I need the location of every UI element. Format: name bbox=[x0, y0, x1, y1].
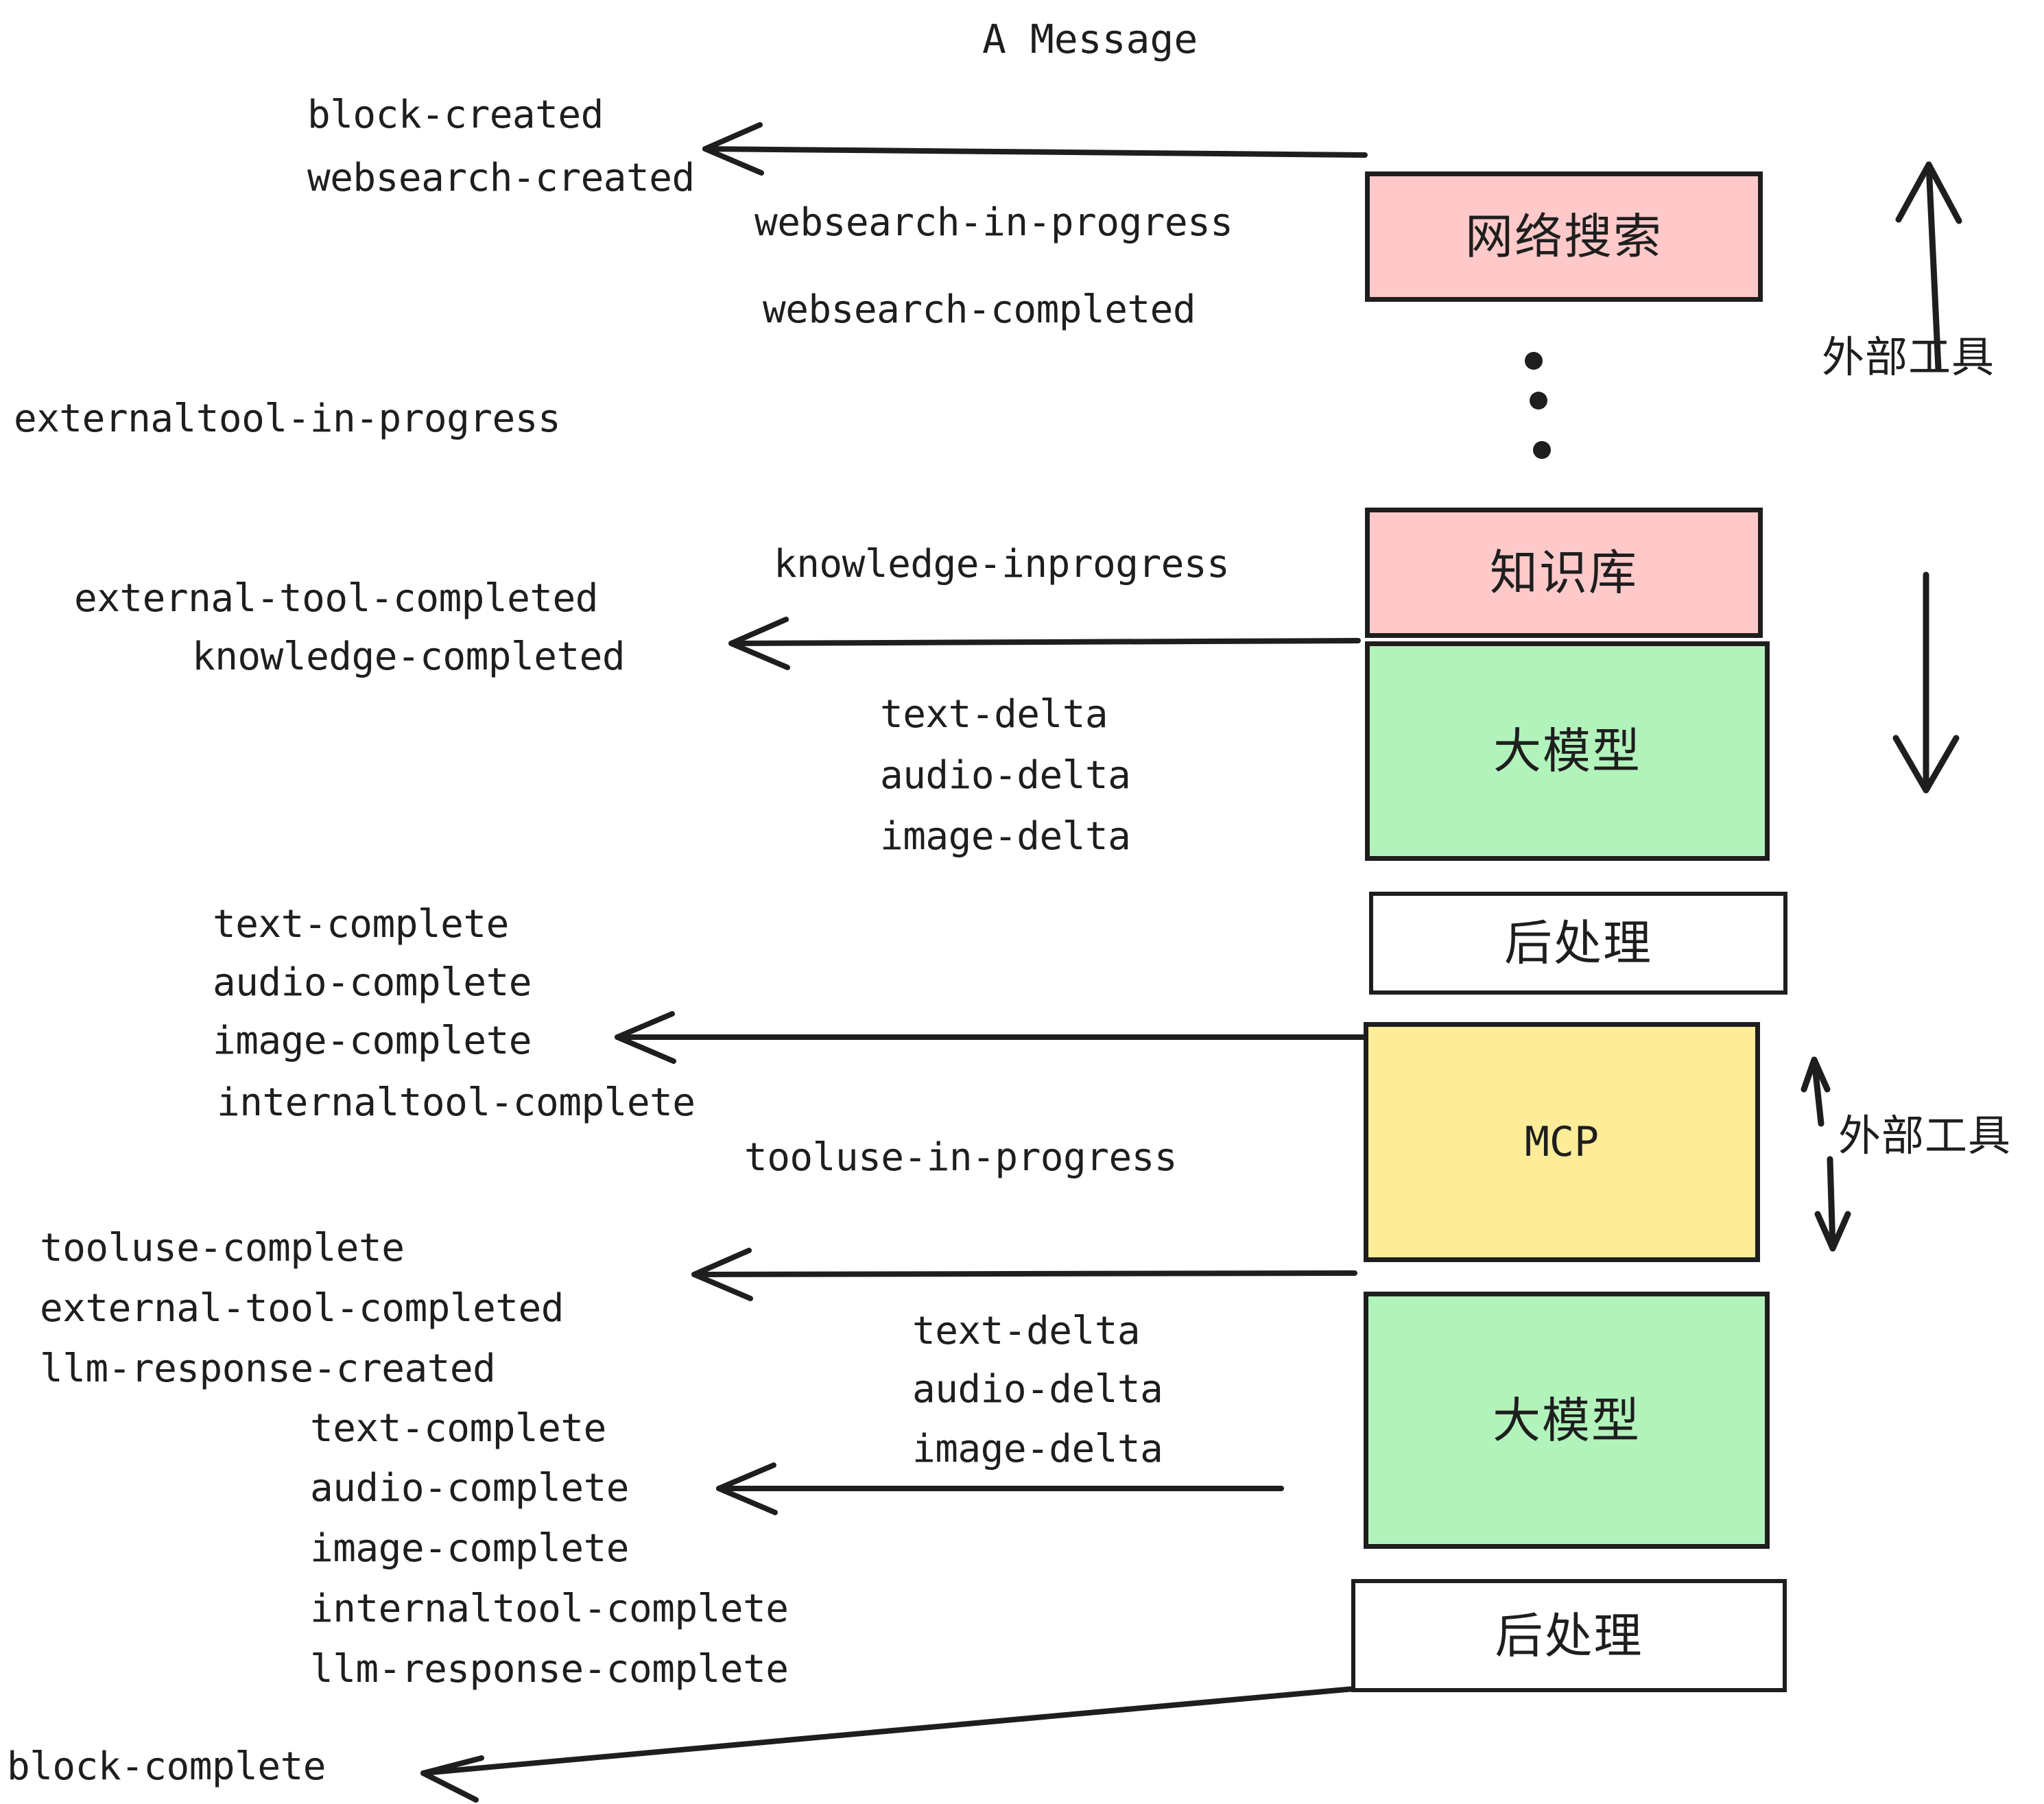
arrow-postprocess-to-image-complete bbox=[615, 1011, 1368, 1064]
node-llm-bottom-label: 大模型 bbox=[1493, 1392, 1641, 1449]
node-llm-top-label: 大模型 bbox=[1493, 723, 1641, 779]
external-tool-range-arrow-top bbox=[1892, 161, 1962, 794]
side-label-external-tool-bottom: 外部工具 bbox=[1838, 1111, 2012, 1161]
node-llm-bottom[interactable]: 大模型 bbox=[1364, 1292, 1770, 1549]
event-audio-complete-2: audio-complete bbox=[310, 1466, 630, 1510]
event-block-complete: block-complete bbox=[7, 1744, 326, 1789]
event-tooluse-in-progress: tooluse-in-progress bbox=[744, 1135, 1178, 1180]
event-internaltool-complete-1: internaltool-complete bbox=[217, 1080, 696, 1125]
event-websearch-completed: websearch-completed bbox=[763, 287, 1196, 332]
event-knowledge-inprogress: knowledge-inprogress bbox=[774, 542, 1230, 586]
event-text-complete-1: text-complete bbox=[213, 902, 509, 947]
event-tooluse-complete: tooluse-complete bbox=[40, 1226, 405, 1270]
event-audio-delta-1: audio-delta bbox=[880, 753, 1131, 798]
ellipsis-dot-3 bbox=[1533, 441, 1551, 459]
event-text-delta-2: text-delta bbox=[912, 1309, 1141, 1353]
arrow-websearch-to-created bbox=[702, 122, 1368, 176]
event-image-delta-2: image-delta bbox=[912, 1427, 1163, 1471]
node-llm-top[interactable]: 大模型 bbox=[1365, 641, 1770, 861]
node-mcp-label: MCP bbox=[1524, 1118, 1600, 1166]
event-llm-response-complete: llm-response-complete bbox=[310, 1647, 789, 1692]
arrow-postprocess-to-block-complete bbox=[420, 1686, 1357, 1803]
event-image-complete-2: image-complete bbox=[310, 1526, 630, 1571]
node-websearch[interactable]: 网络搜索 bbox=[1365, 171, 1763, 302]
node-postprocess-bottom-label: 后处理 bbox=[1495, 1607, 1643, 1664]
arrow-mcp-to-tooluse-complete bbox=[691, 1248, 1357, 1301]
node-knowledge[interactable]: 知识库 bbox=[1365, 508, 1763, 638]
node-knowledge-label: 知识库 bbox=[1490, 545, 1638, 601]
event-internaltool-complete-2: internaltool-complete bbox=[310, 1587, 789, 1631]
event-externaltool-in-progress: externaltool-in-progress bbox=[14, 396, 561, 441]
event-external-tool-completed-2: external-tool-completed bbox=[40, 1286, 564, 1331]
event-audio-complete-1: audio-complete bbox=[213, 960, 532, 1005]
event-text-delta-1: text-delta bbox=[880, 692, 1108, 737]
event-llm-response-created: llm-response-created bbox=[40, 1346, 496, 1391]
side-label-external-tool-top: 外部工具 bbox=[1822, 332, 1995, 382]
event-websearch-in-progress: websearch-in-progress bbox=[754, 200, 1233, 245]
event-knowledge-completed: knowledge-completed bbox=[192, 634, 626, 679]
event-audio-delta-2: audio-delta bbox=[912, 1367, 1163, 1412]
ellipsis-dot-2 bbox=[1530, 392, 1547, 410]
event-external-tool-completed-1: external-tool-completed bbox=[74, 576, 598, 621]
ellipsis-dot-1 bbox=[1525, 352, 1543, 370]
arrow-knowledge-to-completed bbox=[728, 617, 1361, 670]
node-postprocess-top-label: 后处理 bbox=[1504, 915, 1652, 971]
event-image-delta-1: image-delta bbox=[880, 814, 1131, 859]
diagram-title: A Message bbox=[982, 16, 1198, 62]
event-image-complete-1: image-complete bbox=[213, 1019, 532, 1063]
node-mcp[interactable]: MCP bbox=[1364, 1022, 1760, 1262]
event-text-complete-2: text-complete bbox=[310, 1406, 606, 1451]
node-postprocess-bottom[interactable]: 后处理 bbox=[1351, 1579, 1787, 1692]
event-block-created: block-created bbox=[307, 93, 604, 137]
event-websearch-created: websearch-created bbox=[307, 156, 695, 200]
node-postprocess-top[interactable]: 后处理 bbox=[1369, 892, 1787, 995]
node-websearch-label: 网络搜索 bbox=[1465, 209, 1663, 265]
arrow-llm-to-audio-complete bbox=[716, 1462, 1284, 1515]
